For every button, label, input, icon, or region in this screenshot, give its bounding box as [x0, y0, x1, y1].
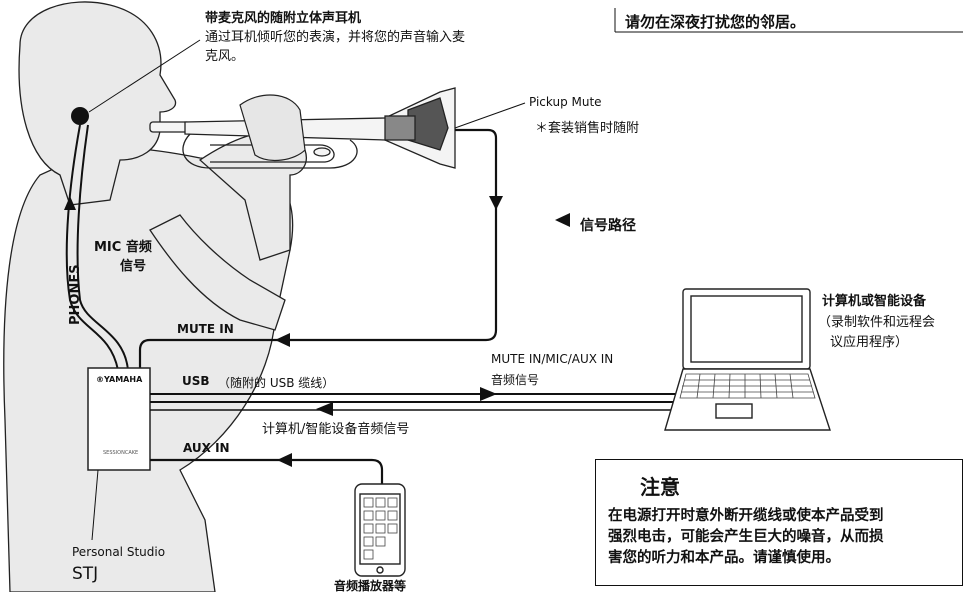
- mic-arrow-up: [64, 196, 76, 210]
- mic-signal-line2: 信号: [120, 259, 147, 274]
- usb-note: （随附的 USB 缆线）: [218, 376, 335, 390]
- caution-box: [595, 459, 963, 586]
- usb-arrow-left: [316, 402, 333, 416]
- computer-desc-line2: 议应用程序）: [830, 335, 909, 350]
- pickup-mute-note: ＊套装销售时随附: [535, 121, 640, 136]
- person-illustration: [3, 1, 307, 592]
- trumpet-illustration: [149, 87, 456, 169]
- usb-arrow-right: [480, 387, 497, 401]
- pickup-mute-leader-line: [454, 102, 526, 129]
- earphone-icon: [71, 107, 89, 125]
- headset-desc-line2: 克风。: [205, 49, 245, 64]
- computer-desc-line1: （录制软件和远程会: [818, 315, 936, 330]
- mute-in-arrow: [275, 333, 290, 347]
- device-name-line1: Personal Studio: [72, 545, 166, 559]
- laptop-keyboard: [679, 373, 816, 399]
- device-leader-line: [91, 469, 99, 541]
- aux-cable: [150, 458, 384, 488]
- device-logo: SESSIONCAKE: [103, 450, 139, 456]
- personal-studio-device: [87, 367, 151, 471]
- mute-in-label: MUTE IN: [177, 322, 234, 336]
- player-label: 音频播放器等: [334, 579, 407, 593]
- player-app-grid: [363, 497, 398, 560]
- mute-arrow-down: [489, 196, 503, 210]
- headset-desc-line1: 通过耳机倾听您的表演，并将您的声音输入麦: [205, 30, 466, 45]
- computer-title: 计算机或智能设备: [822, 294, 927, 309]
- caution-line1: 在电源打开时意外断开缆线或使本产品受到: [608, 508, 884, 524]
- aux-arrow: [277, 453, 292, 467]
- caution-line3: 害您的听力和本产品。请谨慎使用。: [608, 550, 840, 566]
- pickup-mute-label: Pickup Mute: [529, 95, 602, 109]
- computer-audio-label: 计算机/智能设备音频信号: [262, 422, 410, 437]
- audio-signal-upper-line2: 音频信号: [491, 373, 540, 387]
- headset-cable: [65, 124, 119, 371]
- caution-line2: 强烈电击，可能会产生巨大的噪音，从而损: [608, 529, 884, 545]
- aux-in-label: AUX IN: [183, 441, 230, 455]
- caution-title: 注意: [640, 475, 680, 499]
- legend-arrow: [555, 213, 570, 227]
- mic-signal-line1: MIC 音频: [94, 240, 152, 255]
- laptop-illustration: [664, 288, 831, 431]
- late-night-notice: 请勿在深夜打扰您的邻居。: [625, 13, 806, 31]
- headset-leader-line: [88, 39, 201, 113]
- audio-signal-upper-line1: MUTE IN/MIC/AUX IN: [491, 352, 614, 366]
- hand-illustration: [239, 94, 306, 162]
- device-brand: ®YAMAHA: [96, 375, 143, 384]
- headset-title: 带麦克风的随附立体声耳机: [205, 11, 362, 26]
- device-name-line2: STJ: [72, 564, 99, 584]
- signal-path-label: 信号路径: [580, 218, 636, 234]
- phones-label: PHONES: [68, 264, 83, 325]
- usb-label: USB: [182, 374, 210, 388]
- mute-cable: [138, 128, 498, 372]
